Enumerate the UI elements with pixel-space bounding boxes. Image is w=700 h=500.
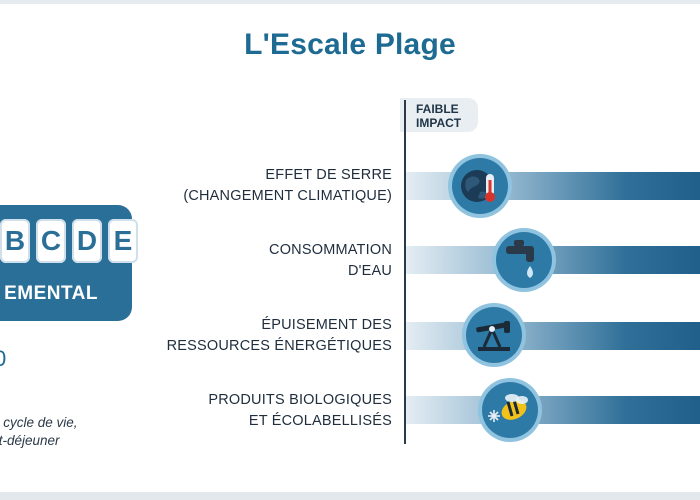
indicator-label-line: RESSOURCES ÉNERGÉTIQUES [166,338,392,354]
score-value-fragment: 0 [0,346,7,371]
indicator-bar-greenhouse [406,172,700,200]
indicator-label-line: D'EAU [347,263,392,279]
impact-axis [404,100,406,444]
low-impact-label-line-1: FAIBLE [416,102,459,116]
indicator-label-line: EFFET DE SERRE [265,167,392,183]
water-tap-icon [496,232,552,288]
top-divider [0,0,700,4]
indicator-label-line: (CHANGEMENT CLIMATIQUE) [183,188,392,204]
score-letters: B C D E [0,219,138,263]
indicator-label-energy: ÉPUISEMENT DES RESSOURCES ÉNERGÉTIQUES [12,315,392,357]
bee-flower-icon [482,382,538,438]
score-letter-e: E [108,219,138,263]
badge-word: EMENTAL [4,283,98,304]
score-letter-d: D [72,219,102,263]
indicator-label-line: CONSOMMATION [269,242,392,258]
globe-thermometer-icon [452,158,508,214]
low-impact-label: FAIBLE IMPACT [400,98,478,132]
oil-pump-icon [466,307,522,363]
low-impact-label-line-2: IMPACT [416,116,462,130]
indicator-label-line: PRODUITS BIOLOGIQUES [208,392,392,408]
indicator-label-line: ÉPUISEMENT DES [261,317,392,333]
indicator-label-water: CONSOMMATION D'EAU [12,240,392,282]
score-letter-b: B [0,219,30,263]
indicator-label-greenhouse: EFFET DE SERRE (CHANGEMENT CLIMATIQUE) [12,165,392,207]
indicator-label-organic: PRODUITS BIOLOGIQUES ET ÉCOLABELLISÉS [12,390,392,432]
indicator-label-line: ET ÉCOLABELLISÉS [248,413,392,429]
score-letter-c: C [36,219,66,263]
bottom-divider [0,492,700,500]
footnote: u cycle de vie, tit-déjeuner [0,414,78,450]
footnote-line-1: u cycle de vie, [0,415,78,430]
page-title: L'Escale Plage [244,28,456,61]
indicator-bar-organic [406,396,700,424]
indicator-bar-energy [406,322,700,350]
footnote-line-2: tit-déjeuner [0,433,60,448]
environmental-score-badge: B C D E EMENTAL [0,205,138,321]
indicator-bar-water [406,246,700,274]
